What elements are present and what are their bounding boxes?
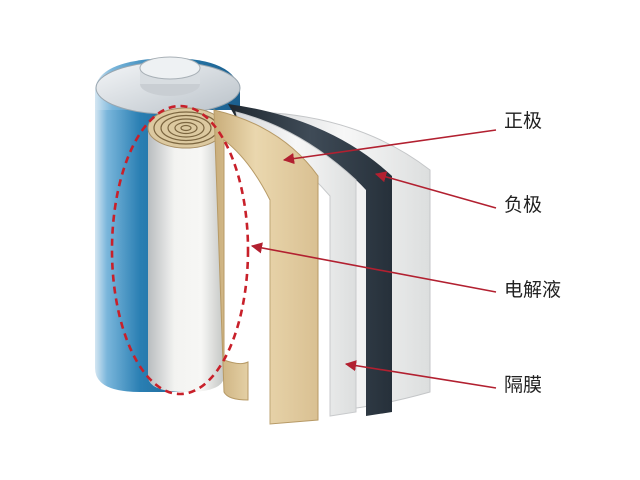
leader-lines <box>250 129 497 389</box>
label-separator: 隔膜 <box>504 374 543 396</box>
label-electrolyte: 电解液 <box>504 279 562 301</box>
label-positive: 正极 <box>504 110 543 132</box>
unrolled-layers <box>213 104 431 425</box>
positive-layer <box>213 109 319 425</box>
positive-terminal <box>139 56 201 96</box>
leader-line-separator <box>344 360 497 389</box>
leader-line-positive <box>282 129 497 165</box>
electrode-core <box>147 107 225 392</box>
leader-line-electrolyte <box>250 242 497 293</box>
negative-layer <box>228 104 392 416</box>
label-negative: 负极 <box>504 194 543 216</box>
leader-line-negative <box>374 171 497 209</box>
core-highlight-dashed-outline <box>110 104 250 396</box>
